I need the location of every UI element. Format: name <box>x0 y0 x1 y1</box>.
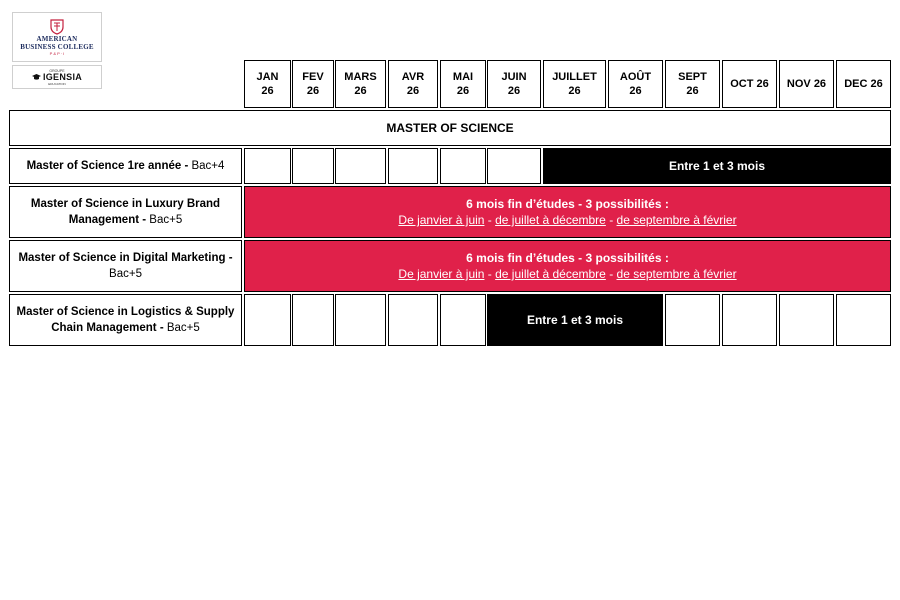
option-link-jul-dec[interactable]: de juillet à décembre <box>495 267 606 281</box>
schedule-cell <box>440 148 486 184</box>
option-link-jul-dec[interactable]: de juillet à décembre <box>495 213 606 227</box>
schedule-cell <box>292 294 334 346</box>
option-link-sep-feb[interactable]: de septembre à février <box>616 267 737 281</box>
igensia-logo-bottom: EDUCATION <box>48 81 66 86</box>
schedule-cell <box>244 148 291 184</box>
igensia-logo: GROUPE IGENSIA EDUCATION <box>12 65 102 89</box>
schedule-cell <box>440 294 486 346</box>
section-title: MASTER OF SCIENCE <box>9 110 891 146</box>
schedule-cell <box>836 294 891 346</box>
end-of-studies-block: 6 mois fin d’études - 3 possibilités : D… <box>244 186 891 238</box>
internship-period-block: Entre 1 et 3 mois <box>487 294 663 346</box>
end-of-studies-block: 6 mois fin d’études - 3 possibilités : D… <box>244 240 891 292</box>
separator: - <box>484 267 496 281</box>
separator: - <box>605 213 617 227</box>
row-label-msc-digital-marketing: Master of Science in Digital Marketing -… <box>9 240 242 292</box>
option-link-sep-feb[interactable]: de septembre à février <box>616 213 737 227</box>
schedule-cell <box>335 148 386 184</box>
option-link-jan-jun[interactable]: De janvier à juin <box>398 213 485 227</box>
month-header-oct: OCT 26 <box>722 60 777 108</box>
schedule-cell <box>779 294 834 346</box>
row-label-msc-logistics: Master of Science in Logistics & Supply … <box>9 294 242 346</box>
schedule-cell <box>388 148 438 184</box>
schedule-cell <box>388 294 438 346</box>
igensia-logo-name: IGENSIA <box>42 71 83 82</box>
abc-logo-line2: BUSINESS COLLEGE <box>20 42 94 51</box>
schedule-cell <box>487 148 541 184</box>
crest-icon <box>50 18 64 35</box>
schedule-cell <box>335 294 386 346</box>
option-link-jan-jun[interactable]: De janvier à juin <box>398 267 485 281</box>
internship-period-block: Entre 1 et 3 mois <box>543 148 891 184</box>
end-of-studies-heading: 6 mois fin d’études - 3 possibilités : <box>466 197 669 211</box>
american-business-college-logo: AMERICAN BUSINESS COLLEGE P & P · I <box>12 12 102 62</box>
separator: - <box>484 213 496 227</box>
separator: - <box>605 267 617 281</box>
end-of-studies-heading: 6 mois fin d’études - 3 possibilités : <box>466 251 669 265</box>
abc-logo-sub: P & P · I <box>49 50 65 56</box>
month-header-dec: DEC 26 <box>836 60 891 108</box>
schedule-cell <box>665 294 720 346</box>
row-label-msc-1re-annee: Master of Science 1re année - Bac+4 <box>9 148 242 184</box>
abc-logo-line1: AMERICAN <box>36 34 78 43</box>
schedule-cell <box>244 294 291 346</box>
graduation-cap-icon <box>31 74 41 80</box>
schedule-cell <box>292 148 334 184</box>
igensia-logo-top: GROUPE <box>49 68 65 73</box>
schedule-cell <box>722 294 777 346</box>
month-header-nov: NOV 26 <box>779 60 834 108</box>
row-label-msc-luxury-brand: Master of Science in Luxury Brand Manage… <box>9 186 242 238</box>
